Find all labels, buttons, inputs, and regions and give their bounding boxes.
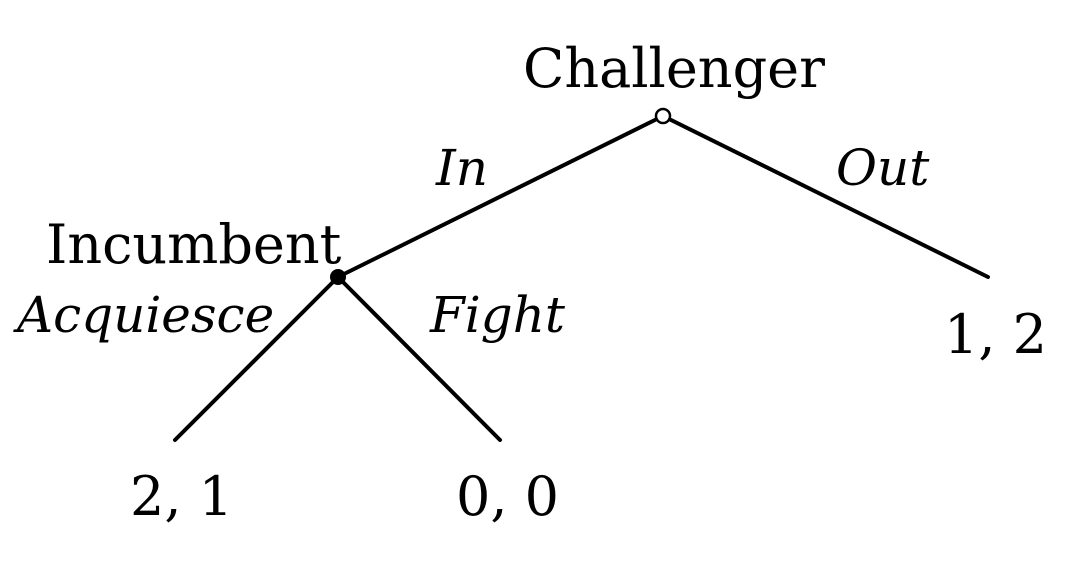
action-fight-label: Fight (430, 286, 565, 344)
incumbent-node (330, 269, 346, 285)
action-in-label: In (436, 139, 488, 197)
payoff-out: 1, 2 (944, 303, 1048, 366)
edge-fight (336, 275, 502, 442)
action-out-label: Out (836, 139, 930, 197)
payoff-fight: 0, 0 (456, 465, 560, 528)
payoff-acquiesce: 2, 1 (130, 465, 234, 528)
challenger-node (654, 107, 672, 125)
incumbent-label: Incumbent (46, 213, 342, 276)
action-acquiesce-label: Acquiesce (17, 286, 275, 344)
edge-out (661, 114, 990, 279)
edge-acquiesce (173, 275, 340, 442)
challenger-label: Challenger (523, 37, 825, 100)
edge-in (336, 114, 665, 279)
